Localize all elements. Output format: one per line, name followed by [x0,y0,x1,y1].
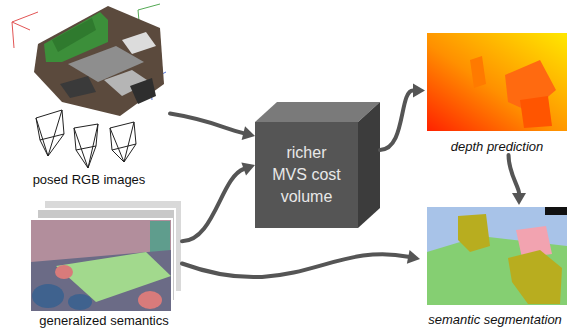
semantic-image-stack [30,200,182,312]
segmentation-map-part [508,250,562,304]
arrow-head [242,126,255,140]
semantic-image-stack-part [30,219,172,312]
cost-volume-cube-part [255,102,380,122]
arrow-head [413,84,425,98]
point-cloud [12,4,166,116]
arrow-line [182,169,244,241]
segmentation-map-part [458,214,490,252]
arrow-head [407,250,420,264]
segmentation-map [427,207,567,305]
point-cloud-part [122,32,156,54]
camera-frustums-part [36,110,64,156]
depth-node: depth prediction [425,31,569,155]
point-cloud-part [130,78,156,104]
cost-volume-cube-part [255,122,358,228]
image-caption: semantic segmentation [428,312,562,328]
segmentation-map-part [545,207,567,215]
semantic-image-stack-part [138,291,162,309]
depth-map-part [427,33,567,131]
camera-frustums-part [110,122,136,162]
segmentation-map-part [427,207,567,305]
flow-arrow [182,162,255,241]
depth-map-part [520,96,552,128]
camera-frustums-part [36,110,64,140]
image-caption: generalized semantics [39,313,168,329]
semantic-image-stack-part [31,250,171,311]
point-cloud-part [52,18,96,52]
point-cloud-part [12,12,38,48]
point-cloud-part [60,76,96,98]
depth-map [427,33,567,131]
camera-frustums-part [74,124,98,168]
flow-arrow [509,155,526,205]
arrow-line [170,114,243,134]
semantic-image-stack-part [55,265,73,279]
arrow-head [512,193,526,205]
camera-frustums [36,110,136,168]
camera-frustums-part [110,122,136,150]
point-cloud-part [34,6,164,116]
cost-volume-node: richer MVS cost volume [255,102,380,228]
semantic-image-stack-part [68,294,92,310]
arrow-line [182,254,408,277]
arrow-head [241,162,255,175]
flow-arrow [182,250,420,277]
image-caption: posed RGB images [33,172,146,188]
segmentation-node: semantic segmentation [420,205,570,328]
image-caption: depth prediction [451,139,544,155]
cost-volume-cube [255,102,380,228]
flow-arrow [170,114,255,140]
posed-images-node: posed RGB images [8,2,170,188]
flow-arrow [380,84,425,150]
cost-volume-cube-part [358,102,380,228]
semantics-node: generalized semantics [26,198,182,329]
arrow-line [380,91,413,150]
depth-map-part [470,56,486,88]
volume-label: richer MVS cost volume [255,122,358,228]
semantic-image-stack-part [32,284,64,308]
arrow-line [509,155,519,193]
